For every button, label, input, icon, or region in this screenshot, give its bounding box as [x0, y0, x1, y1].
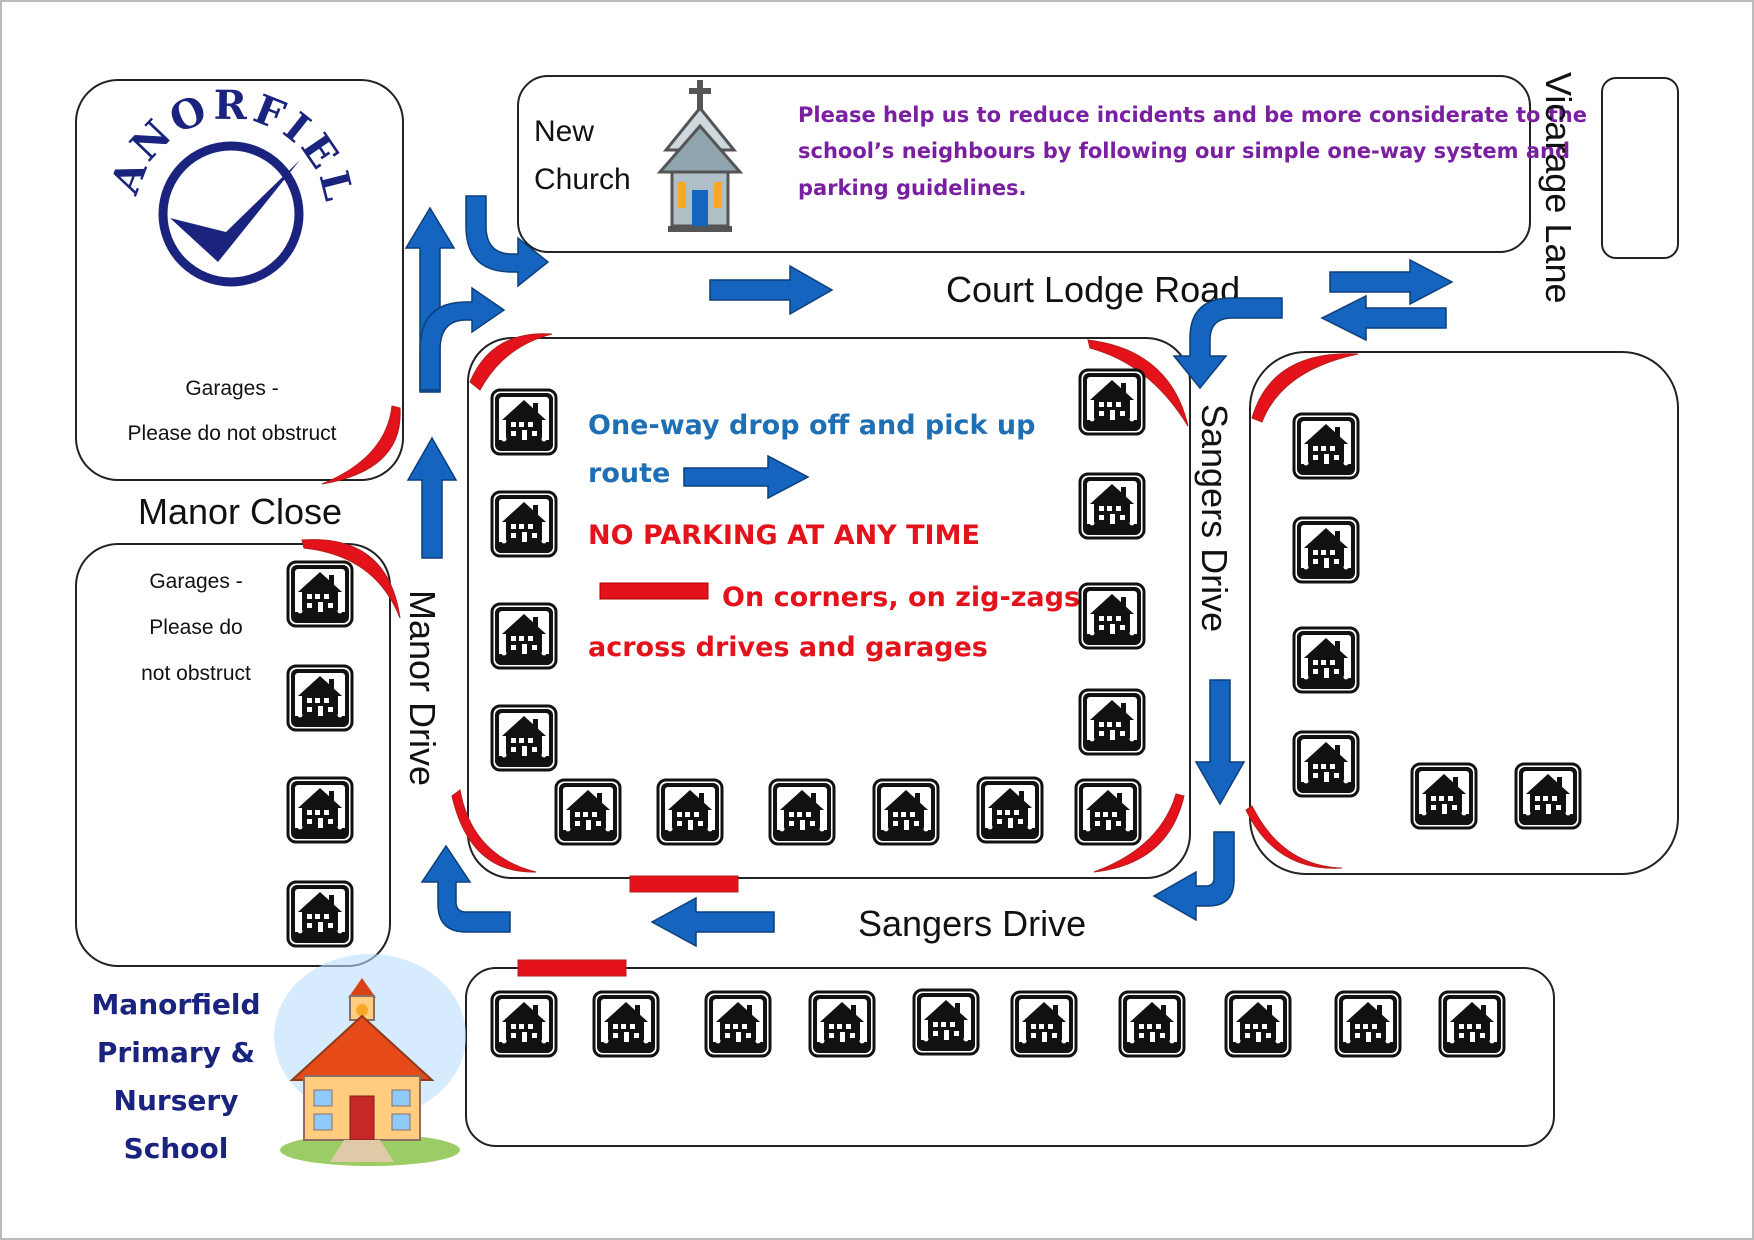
block-vicarage: [1601, 77, 1679, 259]
house-icon: [808, 990, 876, 1058]
key-no-parking: NO PARKING AT ANY TIME: [588, 520, 980, 551]
house-icon: [286, 880, 354, 948]
arrow-court-lodge-east: [709, 264, 834, 316]
house-icon: [1292, 412, 1360, 480]
house-icon: [1078, 688, 1146, 756]
garages-left-line1: Garages -: [149, 570, 242, 593]
church-icon: [656, 80, 744, 232]
manor-close-label: Manor Close: [138, 491, 342, 532]
restriction-line-sangers: [629, 875, 739, 893]
garages-top-line2: Please do not obstruct: [128, 422, 337, 445]
check-mark-icon: [170, 160, 300, 262]
house-icon: [592, 990, 660, 1058]
house-icon: [1514, 762, 1582, 830]
court-lodge-road-label: Court Lodge Road: [946, 269, 1240, 310]
house-icon: [768, 778, 836, 846]
house-icon: [872, 778, 940, 846]
garages-left-line3: not obstruct: [141, 662, 251, 685]
key-route-line2: route: [588, 458, 670, 489]
house-icon: [1074, 778, 1142, 846]
notice-line1: Please help us to reduce incidents and b…: [798, 103, 1587, 127]
house-icon: [912, 988, 980, 1056]
corner-restriction-manor-close-top: [321, 405, 401, 485]
arrow-vicarage-west: [1320, 294, 1447, 342]
house-icon: [286, 664, 354, 732]
arrow-sangers-turn-west: [1152, 831, 1235, 922]
school-name-line2: Primary &: [97, 1036, 255, 1069]
restriction-line-bottom: [517, 959, 627, 977]
block-left: [75, 543, 391, 967]
house-icon: [1438, 990, 1506, 1058]
corner-restriction-sw: [451, 789, 537, 873]
house-icon: [286, 560, 354, 628]
corner-restriction-manor-close-bottom: [301, 539, 401, 619]
church-label-line2: Church: [534, 163, 631, 196]
house-icon: [1078, 368, 1146, 436]
school-building-icon: [274, 954, 466, 1166]
block-center: [467, 337, 1191, 879]
arrow-manor-turn-east: [419, 286, 506, 391]
corner-restriction-right-sw: [1245, 805, 1343, 869]
arrow-top-turn-east: [465, 195, 550, 288]
house-icon: [490, 990, 558, 1058]
school-name-line4: School: [124, 1132, 229, 1165]
house-icon: [1078, 582, 1146, 650]
manor-drive-label: Manor Drive: [402, 590, 443, 786]
arrow-turn-into-sangers: [1172, 297, 1283, 390]
key-restriction-line2: across drives and garages: [588, 632, 988, 663]
house-icon: [656, 778, 724, 846]
arrow-vicarage-east: [1329, 258, 1454, 306]
vicarage-lane-label: Vicarage Lane: [1538, 72, 1579, 304]
arrow-manor-turn-north: [420, 844, 511, 933]
school-name-line1: Manorfield: [91, 988, 260, 1021]
sangers-drive-vertical-label: Sangers Drive: [1194, 404, 1235, 632]
sangers-drive-label: Sangers Drive: [858, 903, 1086, 944]
house-icon: [1410, 762, 1478, 830]
arrow-sangers-south: [1194, 679, 1246, 806]
house-icon: [1292, 730, 1360, 798]
house-icon: [1224, 990, 1292, 1058]
house-icon: [1010, 990, 1078, 1058]
house-icon: [490, 704, 558, 772]
block-top: [517, 75, 1531, 253]
notice-line2: school’s neighbours by following our sim…: [798, 139, 1570, 163]
house-icon: [286, 776, 354, 844]
house-icon: [554, 778, 622, 846]
house-icon: [976, 776, 1044, 844]
corner-restriction-right-nw: [1251, 353, 1359, 423]
arrow-manor-north-lower: [406, 436, 458, 559]
house-icon: [1292, 626, 1360, 694]
corner-restriction-se: [1093, 793, 1185, 873]
logo-ring: [158, 141, 304, 287]
key-route-arrow: [683, 454, 810, 500]
corner-restriction-nw: [469, 333, 553, 391]
house-icon: [1334, 990, 1402, 1058]
house-icon: [490, 388, 558, 456]
garages-top-line1: Garages -: [185, 377, 278, 400]
key-restriction-line1: On corners, on zig-zags,: [722, 582, 1090, 613]
house-icon: [490, 602, 558, 670]
house-icon: [704, 990, 772, 1058]
notice-line3: parking guidelines.: [798, 176, 1027, 200]
corner-restriction-ne: [1087, 339, 1189, 427]
garages-left-line2: Please do: [149, 616, 242, 639]
arrow-sangers-west: [650, 896, 775, 948]
key-route-line1: One-way drop off and pick up: [588, 410, 1035, 441]
house-icon: [1118, 990, 1186, 1058]
key-restriction-swatch: [599, 582, 709, 600]
house-icon: [490, 490, 558, 558]
house-icon: [1078, 472, 1146, 540]
house-icon: [1292, 516, 1360, 584]
church-label-line1: New: [534, 115, 594, 148]
school-name-line3: Nursery: [114, 1084, 239, 1117]
